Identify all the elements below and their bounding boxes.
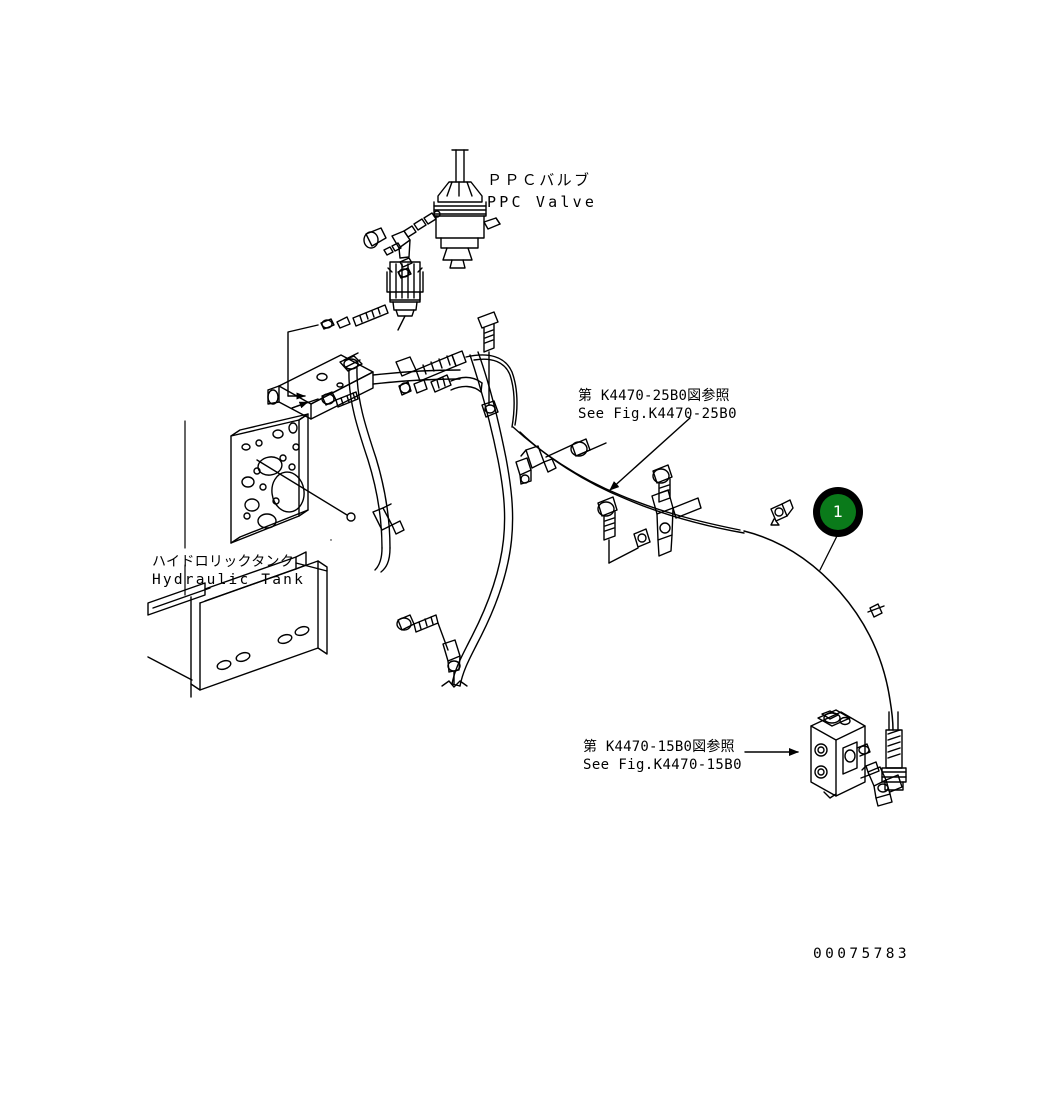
- ref-k4470-15b0-label-en: See Fig.K4470-15B0: [583, 757, 742, 773]
- frame-channel-bracket: [147, 551, 328, 698]
- hose-ppc-left: [348, 366, 391, 573]
- fitting-row-mid: [398, 374, 483, 396]
- fitting-main-hose: [770, 499, 794, 526]
- ref-k4470-25b0-label-en: See Fig.K4470-25B0: [578, 406, 737, 422]
- callout-1-fill[interactable]: [820, 494, 856, 530]
- hydraulic-tank-label-en: Hydraulic Tank: [152, 572, 306, 588]
- clamp-main-hose-lower: [867, 603, 885, 618]
- clamp-mid-left: [515, 445, 557, 485]
- callout-leader-1: [819, 533, 839, 571]
- bolt-mid-right-upper: [652, 464, 673, 503]
- hose-end-bracket-center: [441, 639, 468, 688]
- hose-mid-across: [512, 426, 745, 534]
- callout-1-number[interactable]: 1: [832, 502, 844, 521]
- callout-1-badge: [813, 487, 863, 537]
- hydraulic-tank-plate: [184, 413, 356, 596]
- document-number: 00075783: [813, 946, 911, 962]
- valve-block-lower-right: [744, 709, 871, 799]
- elbow-fitting-right: [867, 766, 903, 807]
- ref-k4470-25b0-label-jp: 第 K4470-25B0図参照: [578, 388, 730, 404]
- ppc-valve-label-en: PPC Valve: [487, 193, 598, 211]
- bolt-mid-right-lower: [597, 496, 651, 564]
- ref-k4470-15b0-label-jp: 第 K4470-15B0図参照: [583, 739, 735, 755]
- bolt-mid-left: [545, 438, 607, 458]
- bolt-hanging-rod: [477, 311, 499, 418]
- threaded-adapter: [386, 261, 424, 317]
- hydraulic-tank-label-jp: ハイドロリックタンク: [152, 554, 295, 570]
- hose-main-part1: [743, 530, 894, 731]
- bolt-manifold-lower: [291, 391, 359, 541]
- ppc-valve-label-jp: ＰＰＣバルブ: [487, 171, 592, 189]
- bolt-cluster-left: [287, 304, 389, 400]
- ppc-valve-assembly: [363, 149, 501, 279]
- ref-25b0-leader: [609, 417, 691, 491]
- bolt-center-lower: [396, 614, 449, 651]
- hose-clamp-left: [372, 503, 405, 535]
